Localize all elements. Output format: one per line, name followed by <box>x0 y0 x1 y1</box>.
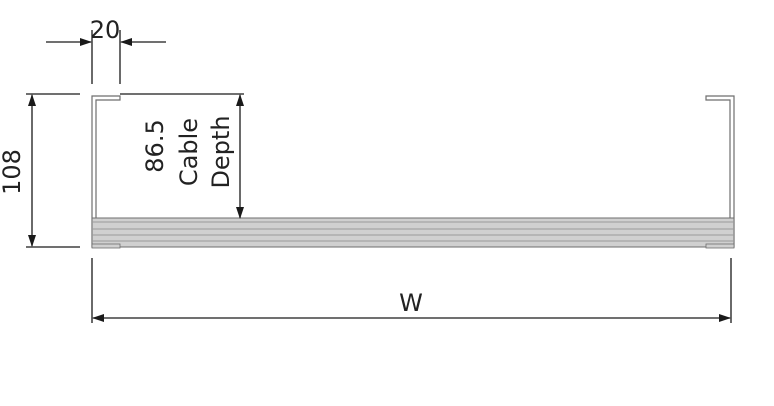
base-foot-left <box>91 243 121 249</box>
cable-depth-caption-line2: Depth <box>207 115 235 188</box>
width-dimension <box>91 258 732 323</box>
width-label: W <box>399 289 423 317</box>
height-label: 108 <box>0 149 26 195</box>
base-foot-right <box>705 243 735 249</box>
lip-width-label: 20 <box>90 16 121 44</box>
tray-base <box>91 217 735 248</box>
cable-depth-dimension <box>120 93 244 219</box>
tray-profile <box>91 95 735 249</box>
cable-depth-caption-line1: Cable <box>175 118 203 186</box>
lip-width-dimension <box>46 30 166 84</box>
cable-depth-value-label: 86.5 <box>141 119 169 172</box>
height-dimension <box>26 93 80 248</box>
